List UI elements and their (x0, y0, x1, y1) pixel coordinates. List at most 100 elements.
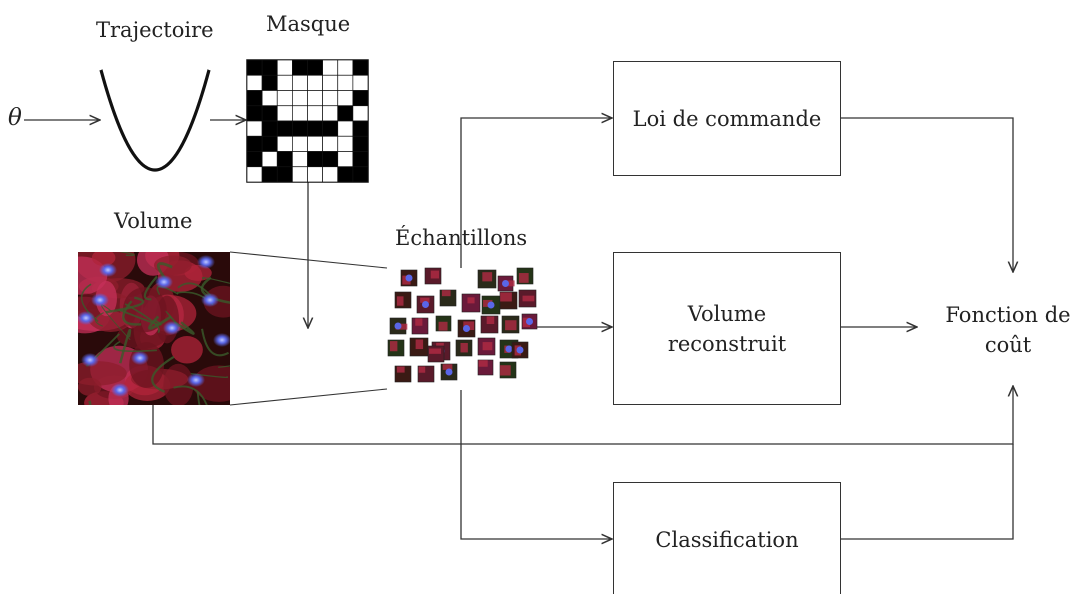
mask-cell (307, 74, 323, 91)
fiber (119, 252, 135, 257)
mask-cell (322, 59, 339, 76)
masque-label: Masque (266, 12, 351, 36)
nucleus (197, 255, 215, 269)
sample-patch (409, 337, 429, 357)
volume-reconstruit-label: Volume reconstruit (667, 301, 787, 356)
mask-cell (246, 151, 263, 168)
sample-patch (455, 339, 473, 357)
mask-cell (246, 59, 263, 76)
mask-cell (337, 90, 354, 107)
patch-red (518, 273, 529, 283)
volume-reconstruit-box: Volume reconstruit (613, 252, 841, 405)
patch-red (482, 342, 493, 351)
mask-cell (246, 90, 263, 107)
theta-label: θ (8, 105, 22, 131)
patch-red (438, 321, 448, 331)
mask-cell (261, 105, 278, 122)
fiber (113, 340, 157, 353)
mask-cell (307, 59, 323, 76)
sample-patch (417, 365, 435, 383)
cell-body (91, 252, 116, 267)
patch-red (420, 297, 430, 303)
patch-nucleus (487, 301, 495, 309)
mask-cell (307, 120, 323, 137)
mask-cell (276, 151, 293, 168)
mask-cell (261, 151, 278, 168)
mask-cell (322, 90, 339, 107)
nucleus (187, 373, 205, 387)
patch-red (395, 323, 408, 330)
nucleus (91, 293, 109, 307)
mask-cell (276, 105, 293, 122)
cell-body (153, 255, 192, 275)
patch-red (415, 318, 423, 326)
mask-cell (276, 166, 293, 183)
edge-volume-cout (152, 386, 1013, 445)
loi-de-commande-box: Loi de commande (613, 61, 841, 176)
patch-red (396, 296, 404, 306)
mask-cell (292, 105, 308, 122)
cell-body (78, 377, 102, 396)
patch-nucleus (502, 280, 509, 287)
volume-label: Volume (114, 209, 193, 233)
mask-cell (307, 166, 323, 183)
zoom-line-bottom (229, 388, 388, 406)
patch-red (396, 366, 405, 373)
patch-nucleus (516, 346, 524, 354)
mask-cell (322, 105, 339, 122)
patch-red (415, 339, 424, 350)
mask-cell (261, 90, 278, 107)
sample-patch (416, 295, 435, 314)
patch-red (441, 290, 451, 297)
mask-cell (261, 120, 278, 137)
mask-cell (276, 120, 293, 137)
mask-cell (261, 74, 278, 91)
sample-patch (394, 365, 412, 383)
edge-classification-cout (841, 444, 1014, 540)
loi-de-commande-label: Loi de commande (632, 106, 822, 131)
mask-cell (292, 90, 308, 107)
sample-patch (477, 337, 496, 356)
mask-cell (292, 120, 308, 137)
sample-patch (518, 289, 537, 308)
sample-patch (477, 269, 497, 289)
fiber (196, 391, 201, 405)
patch-nucleus (463, 325, 470, 332)
sample-patch (389, 317, 408, 335)
zoom-line-top (229, 251, 388, 269)
patch-red (430, 270, 440, 279)
mask-grid (246, 59, 369, 183)
mask-cell (322, 135, 339, 152)
patch-red (486, 316, 495, 325)
sample-patch (477, 359, 494, 376)
nucleus (111, 383, 129, 397)
volume-image (78, 252, 230, 405)
mask-cell (261, 135, 278, 152)
sample-patches (387, 267, 538, 383)
mask-cell (276, 59, 293, 76)
fiber (118, 308, 162, 326)
classification-box: Classification (613, 482, 841, 594)
fiber (201, 328, 230, 357)
mask-cell (292, 151, 308, 168)
trajectory-curve (99, 69, 211, 172)
sample-patch (400, 269, 418, 287)
mask-cell (261, 166, 278, 183)
nucleus (201, 293, 219, 307)
patch-red (478, 360, 488, 367)
mask-cell (322, 120, 339, 137)
edge-loi-cout (841, 117, 1013, 272)
patch-nucleus (526, 318, 533, 325)
mask-cell (337, 120, 354, 137)
sample-patch (516, 267, 534, 285)
sample-patch (411, 317, 429, 335)
sample-patch (497, 275, 515, 292)
patch-red (460, 342, 468, 353)
sample-patch (481, 295, 501, 315)
edge-echantillons-classification (460, 390, 612, 539)
mask-cell (337, 166, 354, 183)
patch-bg (427, 345, 445, 363)
sample-patch (511, 341, 529, 359)
